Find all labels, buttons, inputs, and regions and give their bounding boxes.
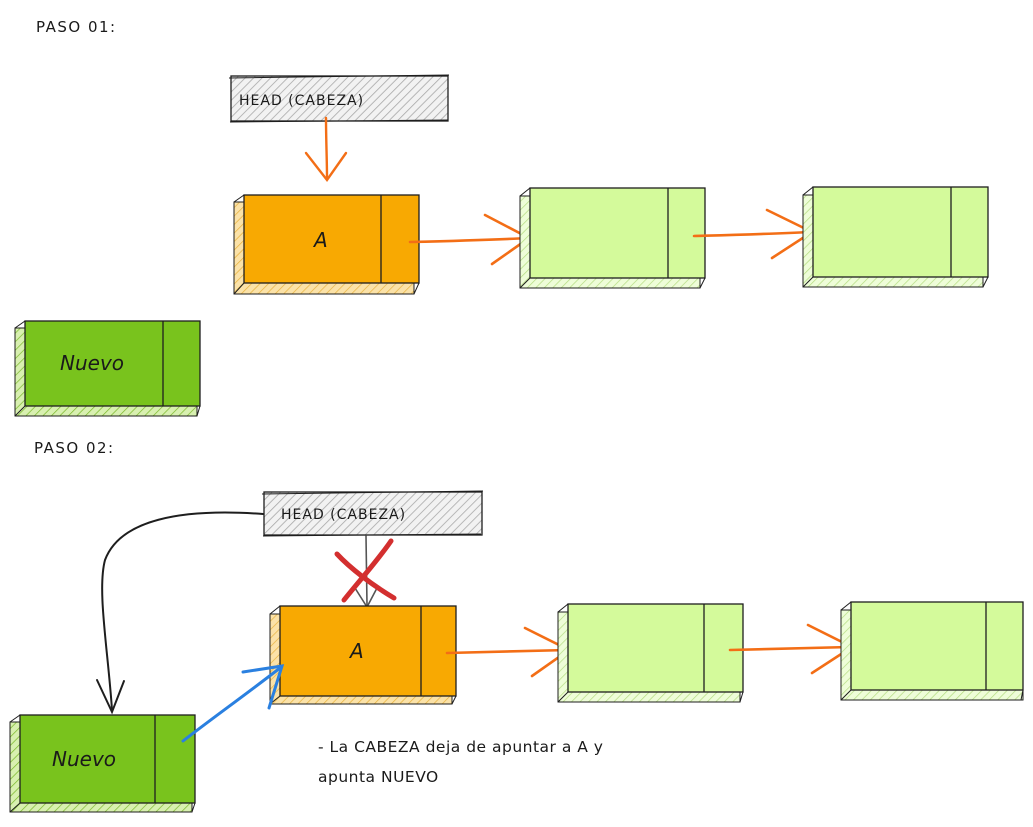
step1-arrow-a-to-node2 (408, 213, 532, 266)
step1-node-a: A (233, 194, 420, 295)
step2-node-a-label: A (348, 639, 364, 663)
step1-head-label: HEAD (CABEZA) (239, 93, 364, 109)
step2-arrow-node2-to-node3 (728, 623, 855, 675)
step1-head-arrow (304, 116, 348, 183)
step2-node-3 (840, 601, 1024, 701)
step1-arrow-node2-to-node3 (692, 208, 815, 260)
cross-icon (334, 538, 397, 603)
step2-note-line1: - La CABEZA deja de apuntar a A y (318, 738, 603, 756)
step2-head-box: HEAD (CABEZA) (261, 490, 484, 537)
step2-head-label: HEAD (CABEZA) (281, 507, 406, 523)
step1-title: PASO 01: (36, 18, 117, 36)
step1-node-3 (802, 186, 989, 288)
step1-head-box: HEAD (CABEZA) (228, 74, 450, 123)
step1-new-node: Nuevo (14, 320, 201, 417)
step2-note-line2: apunta NUEVO (318, 768, 439, 786)
step2-title: PASO 02: (34, 439, 115, 457)
step1-node-2 (519, 187, 706, 289)
step2-head-to-new-arrow (96, 511, 264, 715)
step1-new-node-label: Nuevo (60, 351, 124, 375)
step2-new-node: Nuevo (9, 714, 196, 813)
step2-node-a: A (269, 605, 457, 705)
step2-new-node-label: Nuevo (52, 747, 116, 771)
step2-node-2 (557, 603, 744, 703)
step2-arrow-a-to-node2 (445, 626, 572, 678)
step1-node-a-label: A (312, 228, 328, 252)
step2-new-to-a-arrow (181, 664, 285, 743)
